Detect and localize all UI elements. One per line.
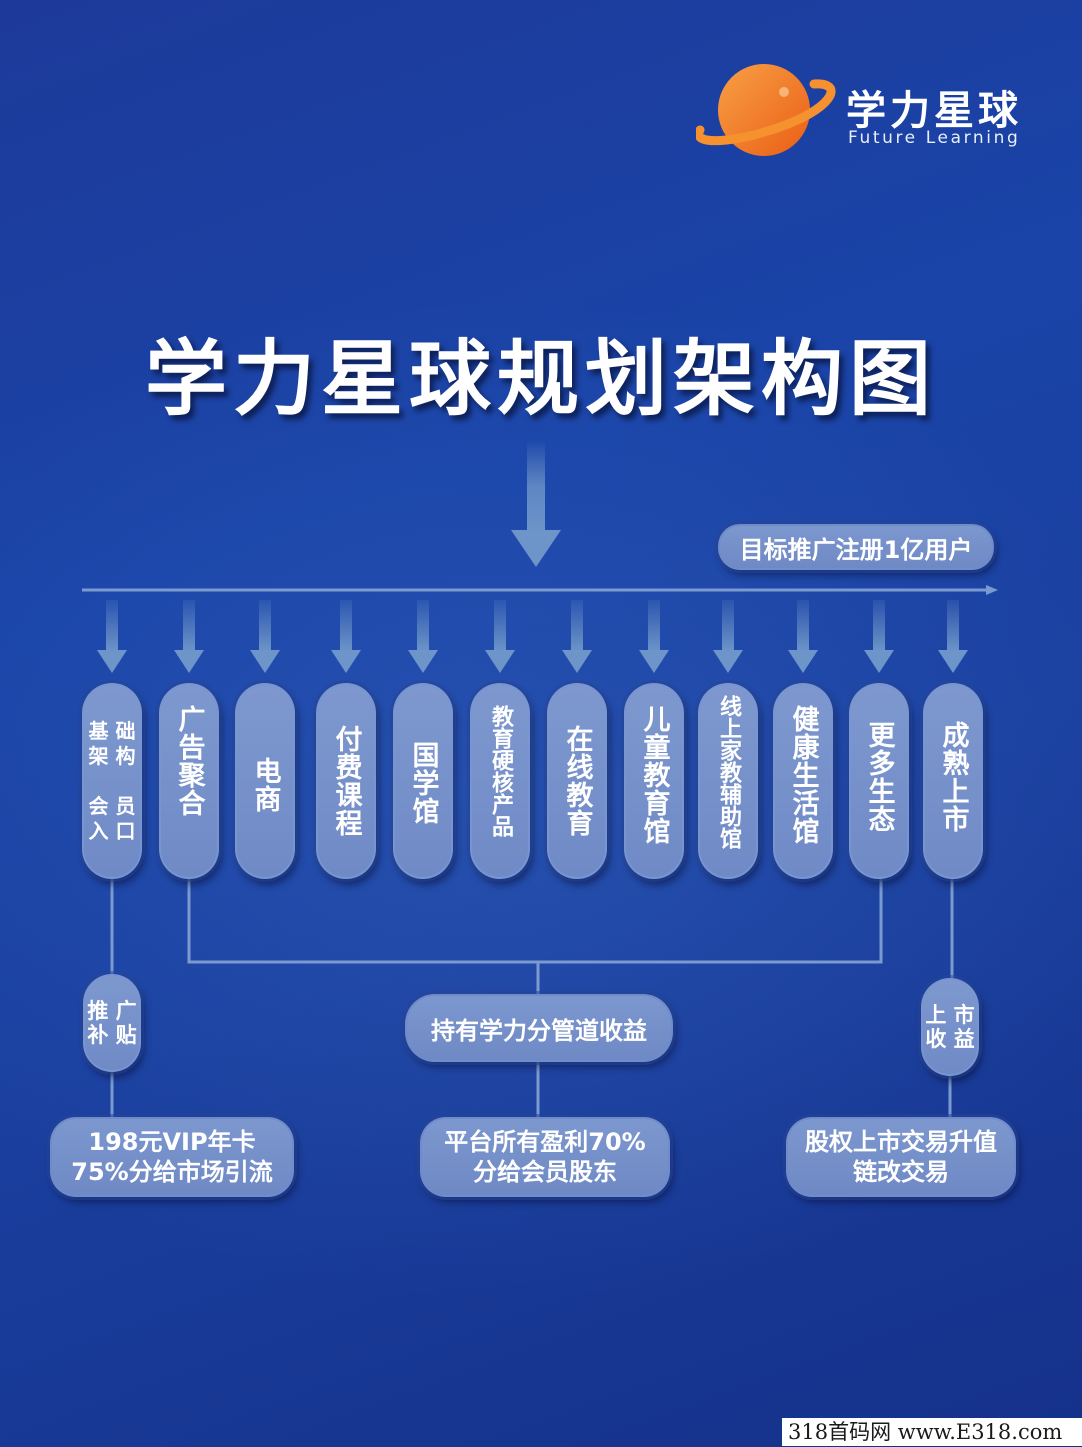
middle-bracket — [187, 879, 883, 964]
column-label: 成熟上市 — [937, 721, 969, 833]
down-arrow-icon — [639, 600, 669, 673]
down-arrow-icon — [408, 600, 438, 673]
down-arrow-icon — [331, 600, 361, 673]
promo-subsidy-badge: 推 广 补 贴 — [83, 974, 141, 1072]
down-arrow-icon — [174, 600, 204, 673]
column-label: 在线教育 — [561, 725, 593, 837]
column-ads: 广告聚合 — [159, 683, 219, 879]
column-health: 健康生活馆 — [773, 683, 833, 879]
profit-share-outcome: 平台所有盈利70% 分给会员股东 — [420, 1117, 670, 1197]
column-label: 国学馆 — [407, 741, 439, 825]
column-label: 教育硬核产品 — [488, 705, 513, 837]
down-arrow-icon — [713, 600, 743, 673]
column-label: 广告聚合 — [173, 705, 205, 817]
down-arrow-icon — [250, 600, 280, 673]
down-arrow-icon — [562, 600, 592, 673]
column-kids-edu: 儿童教育馆 — [624, 683, 684, 879]
column-label: 儿童教育馆 — [638, 705, 670, 845]
column-guoxue: 国学馆 — [393, 683, 453, 879]
equity-outcome: 股权上市交易升值 链改交易 — [786, 1117, 1016, 1197]
down-arrow-icon — [864, 600, 894, 673]
brand-logo: 学力星球 Future Learning — [696, 60, 1046, 170]
vip-card-outcome: 198元VIP年卡 75%分给市场引流 — [50, 1117, 294, 1197]
down-arrow-icon — [97, 600, 127, 673]
timeline-arrowhead-icon — [986, 585, 998, 595]
target-badge: 目标推广注册1亿用户 — [718, 524, 994, 570]
column-tutoring: 线上家教辅助馆 — [698, 683, 758, 879]
page-title: 学力星球规划架构图 — [144, 332, 937, 427]
ipo-income-label: 上 市 收 益 — [925, 1003, 975, 1051]
planet-logo-icon — [696, 64, 836, 156]
promo-subsidy-label: 推 广 补 贴 — [87, 999, 137, 1047]
down-arrow-icon — [938, 600, 968, 673]
down-arrow-icon — [788, 600, 818, 673]
column-label: 健康生活馆 — [787, 705, 819, 845]
column-basic: 基 础 架 构 会 员 入 口 — [82, 683, 142, 879]
column-hardcore-products: 教育硬核产品 — [470, 683, 530, 879]
down-arrow-icon — [485, 600, 515, 673]
column-label: 更多生态 — [863, 721, 895, 833]
column-label: 付费课程 — [330, 725, 362, 837]
brand-name: 学力星球 — [846, 88, 1022, 134]
main-arrow-icon — [511, 440, 561, 567]
column-more-ecosystem: 更多生态 — [849, 683, 909, 879]
column-label: 线上家教辅助馆 — [716, 695, 741, 849]
ipo-income-badge: 上 市 收 益 — [921, 978, 979, 1076]
brand-subtitle: Future Learning — [848, 128, 1021, 148]
column-label: 电商 — [249, 757, 281, 813]
column-ecommerce: 电商 — [235, 683, 295, 879]
site-watermark: 318首码网 www.E318.com — [782, 1418, 1082, 1446]
column-label: 基 础 架 构 会 员 入 口 — [88, 718, 136, 843]
column-arrows — [97, 600, 968, 673]
column-ipo: 成熟上市 — [923, 683, 983, 879]
column-paid-courses: 付费课程 — [316, 683, 376, 879]
column-online-edu: 在线教育 — [547, 683, 607, 879]
pipeline-income-badge: 持有学力分管道收益 — [405, 994, 673, 1062]
